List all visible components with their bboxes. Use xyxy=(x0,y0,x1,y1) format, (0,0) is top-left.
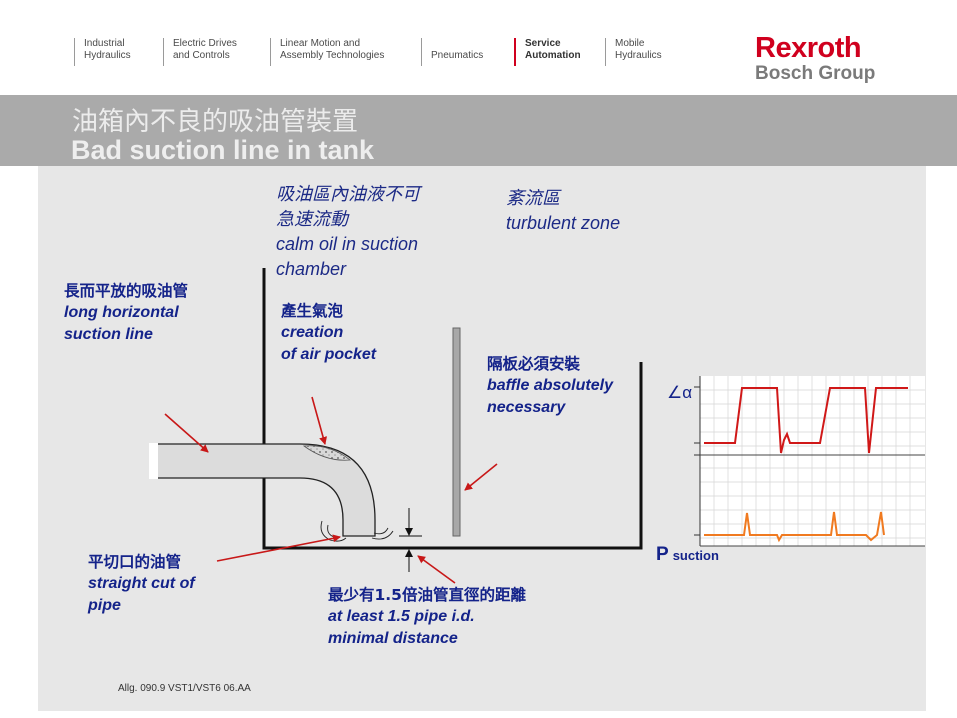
label-turbulent-en: turbulent zone xyxy=(506,213,621,233)
label-calm-en-1: calm oil in suction xyxy=(276,234,419,254)
pipe-opening xyxy=(149,443,158,479)
label-cut-zh: 平切口的油管 xyxy=(88,553,182,571)
label-air-zh: 產生氣泡 xyxy=(281,302,344,320)
label-cut-en-1: straight cut of xyxy=(88,575,195,592)
label-turbulent-zh: 紊流區 xyxy=(506,188,560,209)
pressure-label-p: P xyxy=(656,544,669,565)
nav-item-line1: Mobile xyxy=(615,38,645,49)
nav-item-line2: Pneumatics xyxy=(431,49,484,61)
nav-item-line1: Industrial xyxy=(84,38,125,49)
arrow-straight-cut xyxy=(216,534,341,562)
label-baffle-zh: 隔板必須安裝 xyxy=(487,355,581,373)
brand-name: Rexroth xyxy=(755,32,862,64)
arrow-long-line xyxy=(164,413,209,453)
label-cut-en-2: pipe xyxy=(88,597,121,614)
nav-item-electric-drives[interactable]: Electric Drives and Controls xyxy=(163,38,237,66)
page-title: Bad suction line in tank xyxy=(71,135,375,165)
label-calm-zh-1: 吸油區內油液不可 xyxy=(276,184,420,205)
footer-reference: Allg. 090.9 VST1/VST6 06.AA xyxy=(118,683,251,694)
label-min-distance: 最少有1.5倍油管直徑的距離 at least 1.5 pipe i.d. mi… xyxy=(328,584,526,650)
label-air-pocket: 產生氣泡 creation of air pocket xyxy=(281,300,376,366)
alpha-axis-label: ∠α xyxy=(667,383,693,402)
nav-item-linear-motion[interactable]: Linear Motion and Assembly Technologies xyxy=(270,38,384,66)
air-pocket xyxy=(302,445,352,461)
label-distance-zh: 最少有1.5倍油管直徑的距離 xyxy=(328,586,526,604)
title-band: 油箱內不良的吸油管裝置 Bad suction line in tank xyxy=(0,95,957,166)
nav-item-industrial-hydraulics[interactable]: Industrial Hydraulics xyxy=(74,38,131,66)
label-long-en-2: suction line xyxy=(64,326,153,343)
alpha-signal-line xyxy=(704,387,908,454)
label-baffle: 隔板必須安裝 baffle absolutely necessary xyxy=(487,353,613,419)
page-title-chinese: 油箱內不良的吸油管裝置 xyxy=(72,107,359,137)
label-distance-en-2: minimal distance xyxy=(328,630,458,647)
brand-subtitle: Bosch Group xyxy=(755,63,876,84)
label-turbulent-zone: 紊流區 turbulent zone xyxy=(506,186,620,236)
nav-item-line1: Electric Drives xyxy=(173,38,237,49)
label-calm-en-2: chamber xyxy=(276,259,347,279)
label-long-zh: 長而平放的吸油管 xyxy=(64,282,189,300)
nav-item-line2: Assembly Technologies xyxy=(280,49,385,61)
suction-pipe xyxy=(150,443,376,537)
nav-item-line2: Hydraulics xyxy=(84,49,131,61)
label-calm-oil: 吸油區內油液不可 急速流動 calm oil in suction chambe… xyxy=(276,182,420,282)
label-long-en-1: long horizontal xyxy=(64,304,179,321)
eddy-right xyxy=(371,530,394,540)
rexroth-logo[interactable]: Rexroth Bosch Group xyxy=(755,33,875,84)
label-calm-zh-2: 急速流動 xyxy=(276,209,348,230)
label-long-horizontal: 長而平放的吸油管 long horizontal suction line xyxy=(64,280,188,346)
eddy-left xyxy=(320,520,347,542)
baffle xyxy=(452,327,461,537)
tank-left-wall xyxy=(262,268,643,550)
arrow-baffle xyxy=(464,463,498,491)
nav-item-service-automation[interactable]: Service Automation xyxy=(514,38,581,66)
pressure-label-sub: suction xyxy=(672,548,719,563)
nav-item-pneumatics[interactable]: Pneumatics xyxy=(421,38,483,66)
top-navigation: Industrial Hydraulics Electric Drives an… xyxy=(0,0,957,95)
arrow-distance xyxy=(417,555,456,584)
signal-plot xyxy=(694,376,925,547)
nav-item-line1: Service xyxy=(525,38,561,49)
label-air-en-1: creation xyxy=(281,324,344,341)
label-air-en-2: of air pocket xyxy=(281,346,377,363)
arrow-air-pocket xyxy=(311,396,327,445)
label-baffle-en-2: necessary xyxy=(487,399,566,416)
eddy-left-2 xyxy=(327,524,335,538)
nav-item-line2: and Controls xyxy=(173,49,230,61)
plot-grid xyxy=(700,376,925,546)
label-distance-en-1: at least 1.5 pipe i.d. xyxy=(328,608,475,625)
eddy-right-2 xyxy=(373,527,389,535)
nav-item-line2: Hydraulics xyxy=(615,49,662,61)
nav-item-line1: Linear Motion and xyxy=(280,38,361,49)
label-straight-cut: 平切口的油管 straight cut of pipe xyxy=(88,551,195,617)
label-baffle-en-1: baffle absolutely xyxy=(487,377,613,394)
pressure-signal-line xyxy=(704,511,885,543)
nav-item-mobile-hydraulics[interactable]: Mobile Hydraulics xyxy=(605,38,662,66)
nav-item-line2: Automation xyxy=(525,49,581,61)
